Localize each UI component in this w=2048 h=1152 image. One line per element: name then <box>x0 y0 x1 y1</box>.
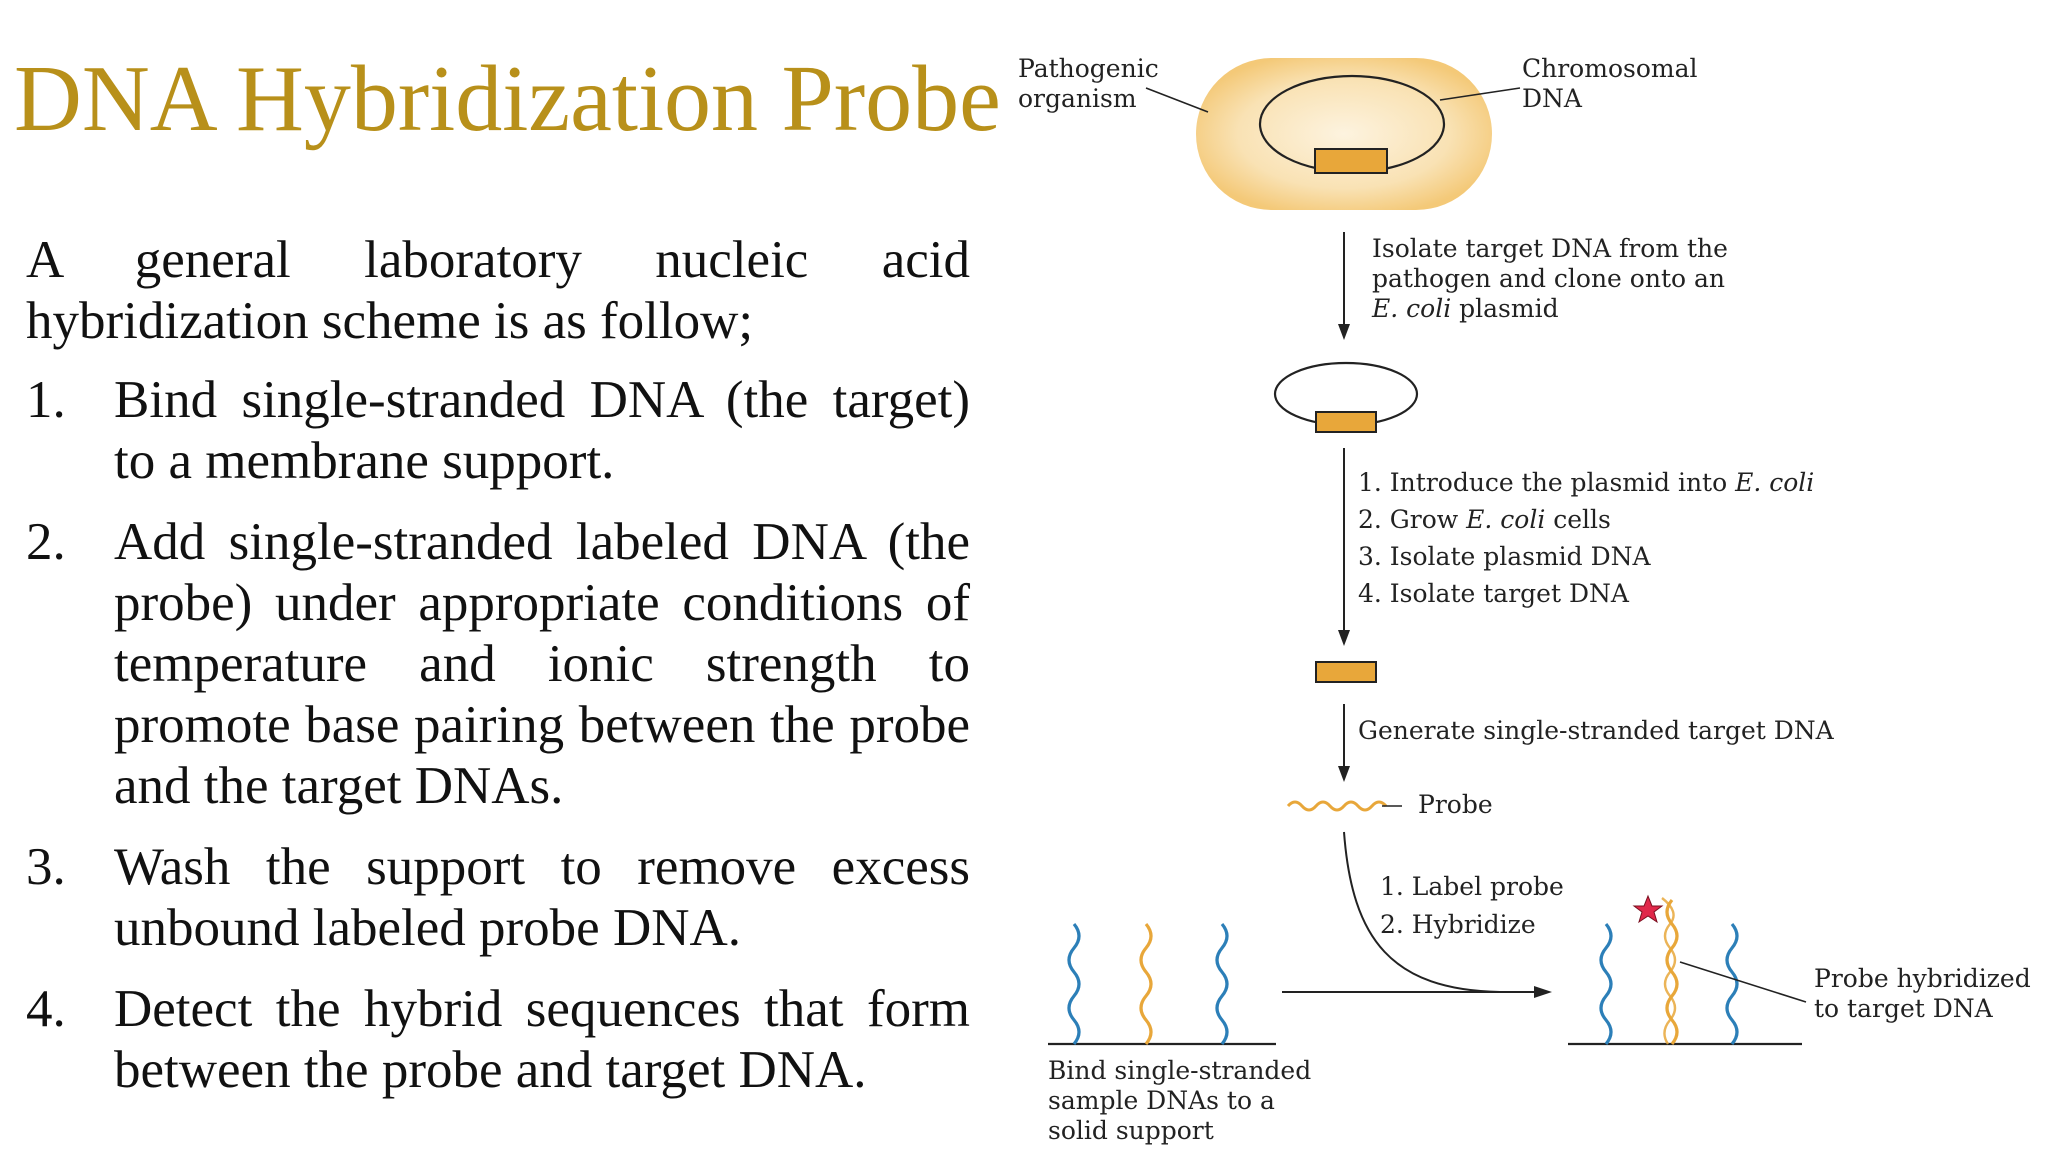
label-chromosomal-dna: Chromosomal DNA <box>1522 54 1697 114</box>
right-probe-strand <box>1661 897 1677 1045</box>
italic-organism: E. coli <box>1466 505 1546 534</box>
probe-strand <box>1286 800 1388 812</box>
arrow-generate-head <box>1338 766 1350 782</box>
label-line: sample DNAs to a <box>1048 1086 1275 1115</box>
arrow-isolate-head <box>1338 324 1350 340</box>
step-item: 1. Bind single-stranded DNA (the target)… <box>26 370 970 492</box>
isolated-target-box <box>1315 661 1377 683</box>
step-number: 1. <box>26 371 66 429</box>
label-line: 2. Hybridize <box>1380 910 1536 939</box>
left-strand-gold <box>1139 922 1153 1046</box>
pathogenic-leader-line <box>1145 87 1209 113</box>
slide-title: DNA Hybridization Probe <box>14 47 1001 151</box>
label-line: Probe hybridized <box>1814 964 2031 993</box>
step-number: 4. <box>26 980 66 1038</box>
pathogen-cell <box>1196 58 1492 210</box>
label-text: plasmid <box>1451 294 1559 323</box>
step-item: 3. Wash the support to remove excess unb… <box>26 837 970 959</box>
step-text: Wash the support to remove excess unboun… <box>114 838 970 957</box>
intro-paragraph: A general laboratory nucleic acid hybrid… <box>26 231 970 350</box>
slide-body: A general laboratory nucleic acid hybrid… <box>26 230 970 1121</box>
label-plasmid-steps: 1. Introduce the plasmid into E. coli 2.… <box>1358 464 1814 612</box>
label-probe: Probe <box>1418 790 1493 819</box>
step-number: 3. <box>26 838 66 896</box>
label-line: pathogen and clone onto an <box>1372 264 1726 293</box>
label-isolate-target: Isolate target DNA from the pathogen and… <box>1372 234 1728 324</box>
step-text: Add single-stranded labeled DNA (the pro… <box>114 513 970 815</box>
arrow-hybridize <box>1343 831 1501 993</box>
left-strand-blue-1 <box>1067 922 1081 1046</box>
label-text: 2. Grow <box>1358 505 1467 534</box>
italic-organism: E. coli <box>1735 468 1815 497</box>
label-probe-hybridized: Probe hybridized to target DNA <box>1814 964 2031 1024</box>
label-bind-support: Bind single-stranded sample DNAs to a so… <box>1048 1056 1311 1146</box>
italic-organism: E. coli <box>1372 294 1452 323</box>
label-text: cells <box>1545 505 1611 534</box>
label-generate-ss: Generate single-stranded target DNA <box>1358 716 1834 745</box>
diagram-graphics <box>1048 58 1807 1046</box>
label-line: 1. Label probe <box>1380 872 1564 901</box>
right-target-strand <box>1665 898 1679 1046</box>
hybridization-diagram: Pathogenic organism Chromosomal DNA Isol… <box>1000 40 2048 1152</box>
plasmid-gene-box <box>1315 411 1377 433</box>
label-line: to target DNA <box>1814 994 1993 1023</box>
label-line: Chromosomal <box>1522 54 1698 83</box>
right-strand-blue-1 <box>1599 922 1613 1046</box>
label-line: Isolate target DNA from the <box>1372 234 1728 263</box>
arrow-introduce-head <box>1338 630 1350 646</box>
label-line: solid support <box>1048 1116 1214 1145</box>
label-label-hybridize: 1. Label probe 2. Hybridize <box>1380 868 1564 944</box>
label-line: Pathogenic <box>1018 54 1159 83</box>
hybridized-leader-line <box>1679 961 1807 1003</box>
label-line: E. coli plasmid <box>1372 294 1728 324</box>
label-line: Bind single-stranded <box>1048 1056 1312 1085</box>
label-line: 4. Isolate target DNA <box>1358 579 1629 608</box>
target-gene-box <box>1314 148 1388 174</box>
label-line: 3. Isolate plasmid DNA <box>1358 542 1651 571</box>
step-number: 2. <box>26 513 66 571</box>
label-pathogenic-organism: Pathogenic organism <box>1018 54 1159 114</box>
step-item: 4. Detect the hybrid sequences that form… <box>26 979 970 1101</box>
chromosomal-leader-line <box>1439 87 1521 101</box>
arrow-main-head <box>1534 986 1552 998</box>
step-text: Bind single-stranded DNA (the target) to… <box>114 371 970 490</box>
steps-list: 1. Bind single-stranded DNA (the target)… <box>26 370 970 1101</box>
label-line: 1. Introduce the plasmid into E. coli <box>1358 464 1814 501</box>
step-text: Detect the hybrid sequences that form be… <box>114 980 970 1099</box>
label-star-icon <box>1632 894 1664 924</box>
label-line: 2. Grow E. coli cells <box>1358 501 1814 538</box>
left-strand-blue-2 <box>1215 922 1229 1046</box>
label-line: organism <box>1018 84 1137 113</box>
step-item: 2. Add single-stranded labeled DNA (the … <box>26 512 970 817</box>
label-line: DNA <box>1522 84 1582 113</box>
right-strand-blue-2 <box>1725 922 1739 1046</box>
label-text: 1. Introduce the plasmid into <box>1358 468 1736 497</box>
